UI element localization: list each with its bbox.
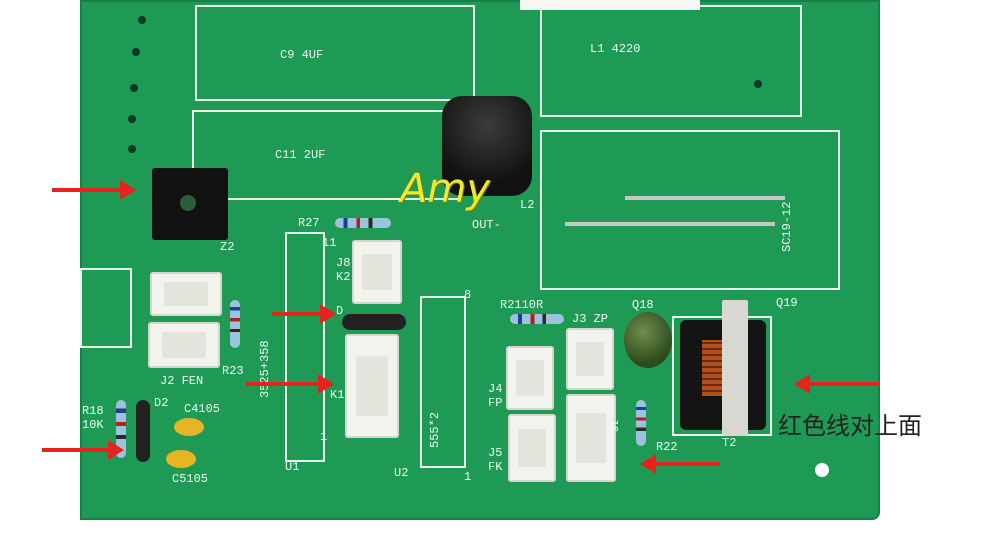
j2-label: J2 FEN xyxy=(160,374,204,388)
k2-label: K2 xyxy=(336,270,351,284)
r21-resistor xyxy=(510,314,564,324)
t2-core xyxy=(722,300,748,436)
mounting-hole xyxy=(130,84,138,92)
u1-pin-11: 11 xyxy=(322,236,337,250)
j8-connector xyxy=(352,240,402,304)
mounting-hole xyxy=(128,145,136,153)
d-label: D xyxy=(336,304,344,318)
r21-label: R2110R xyxy=(500,298,544,312)
r23-label: R23 xyxy=(222,364,244,378)
j2-connector-bottom xyxy=(148,322,220,368)
red-arrow xyxy=(794,374,880,394)
j6-label: J6 xyxy=(606,418,620,433)
l2-inductor xyxy=(442,96,532,196)
caption-text: 红色线对上面 xyxy=(778,412,922,440)
sc-footprint xyxy=(540,130,840,290)
q18-led xyxy=(624,312,672,368)
u2-footprint xyxy=(420,296,466,468)
red-arrow xyxy=(42,440,124,460)
sc-label: SC19-12 xyxy=(780,201,794,252)
c11-label: C11 2UF xyxy=(275,148,326,162)
j4-label: J4 xyxy=(488,382,503,396)
u2-part: 555*2 xyxy=(428,411,442,448)
r18-resistor xyxy=(116,400,126,458)
j5-connector xyxy=(508,414,556,482)
d2-diode xyxy=(136,400,150,462)
r27-resistor xyxy=(335,218,391,228)
red-arrow xyxy=(52,180,136,200)
t2-coil xyxy=(702,340,722,396)
regulator-hole xyxy=(180,195,196,211)
out-label: OUT- xyxy=(472,218,501,232)
u2-pin-8: 8 xyxy=(464,288,472,302)
left-footprint xyxy=(80,268,132,348)
mounting-hole xyxy=(128,115,136,123)
red-arrow xyxy=(640,454,720,474)
r27-label: R27 xyxy=(298,216,320,230)
mounting-hole xyxy=(138,16,146,24)
pcb-board: C9 4UF C11 2UF L1 4220 SC19-12 L2 OUT- Z… xyxy=(80,0,880,520)
jumper-wire xyxy=(565,222,775,226)
j8-label: J8 xyxy=(336,256,351,270)
r23-resistor xyxy=(230,300,240,348)
t2-label: T2 xyxy=(722,436,737,450)
l1-label: L1 4220 xyxy=(590,42,641,56)
u1-label: U1 xyxy=(285,460,300,474)
r22-label: R22 xyxy=(656,440,678,454)
fp-label: FP xyxy=(488,396,503,410)
u2-pin-1: 1 xyxy=(464,470,472,484)
q19-label: Q19 xyxy=(776,296,798,310)
l2-label: L2 xyxy=(520,198,535,212)
red-arrow xyxy=(272,304,336,324)
c4-capacitor xyxy=(174,418,204,436)
mounting-hole xyxy=(754,80,762,88)
l1-window xyxy=(520,0,700,10)
c5-capacitor xyxy=(166,450,196,468)
r22-resistor xyxy=(636,400,646,446)
d2-label: D2 xyxy=(154,396,169,410)
j3-label: J3 ZP xyxy=(572,312,609,326)
j3-connector xyxy=(566,328,614,390)
j5-label: J5 xyxy=(488,446,503,460)
c9-label: C9 4UF xyxy=(280,48,324,62)
r18-value: 10K xyxy=(82,418,104,432)
j6-connector xyxy=(566,394,616,482)
mounting-hole xyxy=(815,463,829,477)
u1-part: 3525+358 xyxy=(258,340,272,398)
fk-label: FK xyxy=(488,460,503,474)
c9-footprint xyxy=(195,5,475,101)
u1-footprint xyxy=(285,232,325,462)
jumper-wire xyxy=(625,196,785,200)
c5-label: C5105 xyxy=(172,472,209,486)
j4-connector xyxy=(506,346,554,410)
mounting-hole xyxy=(132,48,140,56)
q18-label: Q18 xyxy=(632,298,654,312)
red-arrow xyxy=(246,374,334,394)
r18-label: R18 xyxy=(82,404,104,418)
watermark: Amy xyxy=(400,166,490,212)
j2-connector-top xyxy=(150,272,222,316)
c4-label: C4105 xyxy=(184,402,221,416)
diode xyxy=(342,314,406,330)
k1-connector xyxy=(345,334,399,438)
z2-label: Z2 xyxy=(220,240,235,254)
u1-pin-1: 1 xyxy=(320,430,328,444)
l1-footprint xyxy=(540,5,802,117)
u2-label: U2 xyxy=(394,466,409,480)
